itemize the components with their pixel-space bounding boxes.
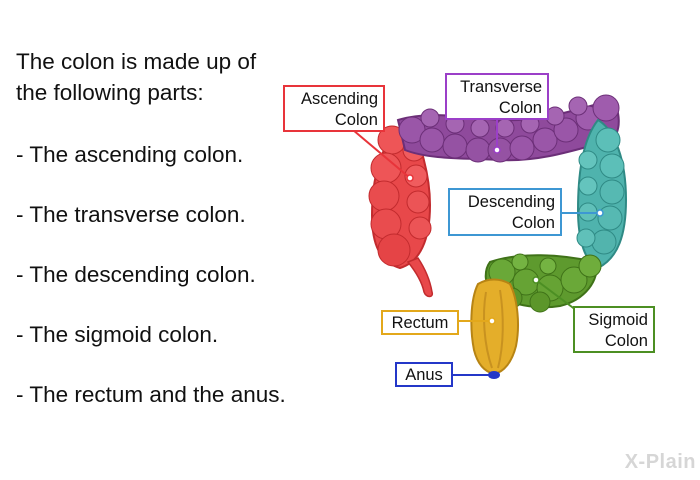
part-item-transverse: - The transverse colon. [16, 202, 246, 227]
label-ascending-line2: Colon [334, 111, 378, 129]
part-item-ascending: - The ascending colon. [16, 142, 244, 167]
label-sigmoid-line1: Sigmoid [588, 311, 648, 329]
label-transverse-line2: Colon [498, 99, 542, 117]
ascending-leader-dot [406, 174, 414, 182]
rectum-leader-dot [488, 317, 496, 325]
label-ascending-colon: Ascending Colon [283, 85, 385, 132]
label-descending-line1: Descending [467, 193, 555, 211]
part-item-sigmoid: - The sigmoid colon. [16, 322, 219, 347]
descending-colon [576, 118, 628, 270]
label-descending-colon: Descending Colon [448, 188, 562, 236]
descending-leader-dot [596, 209, 604, 217]
sigmoid-leader [535, 279, 577, 311]
ascending-leader [352, 129, 411, 179]
part-item-rectum-anus: - The rectum and the anus. [16, 382, 286, 407]
label-sigmoid-line2: Colon [604, 332, 648, 350]
label-anus: Anus [395, 362, 453, 387]
anus-shape [488, 371, 500, 379]
label-sigmoid-colon: Sigmoid Colon [573, 306, 655, 353]
part-item-descending: - The descending colon. [16, 262, 256, 287]
label-rectum: Rectum [381, 310, 459, 335]
parts-list: - The ascending colon. - The transverse … [16, 140, 286, 440]
sigmoid-leader-dot [532, 276, 540, 284]
rectum-shape [470, 278, 519, 376]
transverse-colon [396, 94, 620, 163]
label-transverse-line1: Transverse [460, 78, 542, 96]
label-descending-line2: Colon [511, 214, 555, 232]
intro-text: The colon is made up of the following pa… [16, 49, 257, 105]
xplain-logo: X-Plain [624, 451, 696, 473]
transverse-leader-dot [493, 146, 501, 154]
label-ascending-line1: Ascending [300, 90, 378, 108]
label-transverse-colon: Transverse Colon [445, 73, 549, 120]
